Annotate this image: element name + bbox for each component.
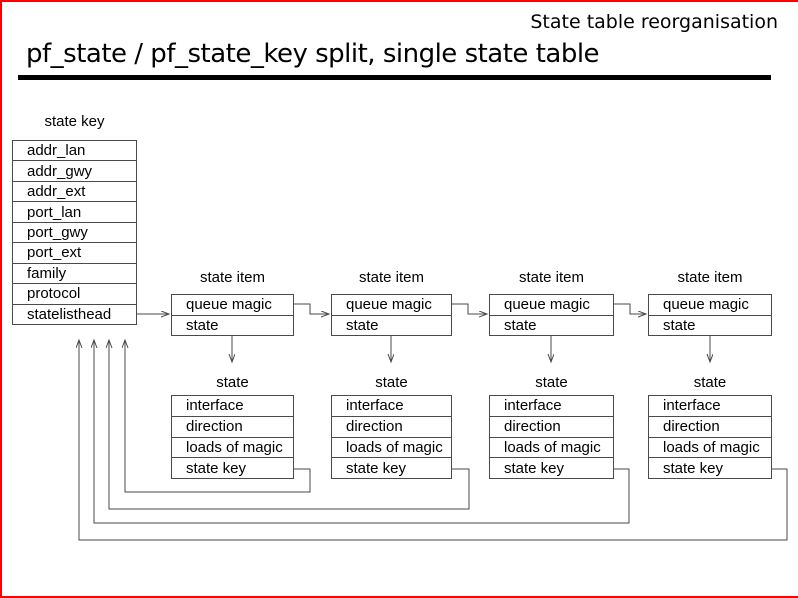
state-box-label-2: state bbox=[375, 374, 408, 391]
state-key-table-label: state key bbox=[44, 113, 105, 130]
state-item-label-3: state item bbox=[518, 269, 585, 286]
table-row-state-key: state key bbox=[186, 459, 247, 477]
table-row: addr_gwy bbox=[13, 161, 136, 182]
table-row-state-key: state key bbox=[346, 459, 407, 477]
table-row: addr_lan bbox=[13, 141, 136, 162]
state-item-box-1: queue magic state bbox=[171, 294, 294, 336]
table-row-state-key: state key bbox=[663, 459, 724, 477]
table-row: loads of magic bbox=[332, 438, 451, 459]
state-item-box-2: queue magic state bbox=[331, 294, 452, 336]
state-box-3: interface direction loads of magic state… bbox=[489, 395, 614, 479]
state-item-label-1: state item bbox=[199, 269, 266, 286]
table-row: direction bbox=[332, 417, 451, 438]
table-row: loads of magic bbox=[649, 438, 771, 459]
table-row: queue magic bbox=[649, 295, 771, 316]
table-row: state bbox=[346, 316, 379, 334]
arrow-item3-to-item4 bbox=[614, 303, 646, 314]
state-box-1: interface direction loads of magic state… bbox=[171, 395, 294, 479]
state-item-label-2: state item bbox=[358, 269, 425, 286]
table-row: direction bbox=[490, 417, 613, 438]
table-row: direction bbox=[172, 417, 293, 438]
table-row: interface bbox=[172, 396, 293, 417]
table-row: loads of magic bbox=[172, 438, 293, 459]
table-row-statelisthead: statelisthead bbox=[27, 305, 112, 323]
arrow-item2-to-item3 bbox=[452, 303, 487, 314]
state-box-label-3: state bbox=[535, 374, 568, 391]
title-underline bbox=[18, 75, 771, 80]
table-row: state bbox=[504, 316, 537, 334]
table-row: interface bbox=[490, 396, 613, 417]
table-row: family bbox=[13, 264, 136, 285]
state-box-label-1: state bbox=[216, 374, 249, 391]
state-item-box-3: queue magic state bbox=[489, 294, 614, 336]
table-row: port_lan bbox=[13, 202, 136, 223]
page-title: pf_state / pf_state_key split, single st… bbox=[26, 39, 600, 69]
table-row: interface bbox=[332, 396, 451, 417]
state-item-label-4: state item bbox=[677, 269, 743, 286]
state-key-table: addr_lan addr_gwy addr_ext port_lan port… bbox=[12, 140, 137, 325]
table-row: state bbox=[663, 316, 696, 334]
arrow-item1-to-item2 bbox=[294, 303, 329, 314]
table-row-state-key: state key bbox=[504, 459, 565, 477]
table-row: addr_ext bbox=[13, 182, 136, 203]
state-box-4: interface direction loads of magic state… bbox=[648, 395, 772, 479]
state-item-box-4: queue magic state bbox=[648, 294, 772, 336]
table-row: loads of magic bbox=[490, 438, 613, 459]
table-row: protocol bbox=[13, 284, 136, 305]
table-row: port_ext bbox=[13, 243, 136, 264]
state-box-2: interface direction loads of magic state… bbox=[331, 395, 452, 479]
table-row: state bbox=[186, 316, 219, 334]
table-row: port_gwy bbox=[13, 223, 136, 244]
state-box-label-4: state bbox=[693, 374, 727, 391]
table-row: queue magic bbox=[332, 295, 451, 316]
table-row: queue magic bbox=[490, 295, 613, 316]
slide-header: State table reorganisation bbox=[530, 11, 778, 33]
table-row: queue magic bbox=[172, 295, 293, 316]
table-row: direction bbox=[649, 417, 771, 438]
table-row: interface bbox=[649, 396, 771, 417]
